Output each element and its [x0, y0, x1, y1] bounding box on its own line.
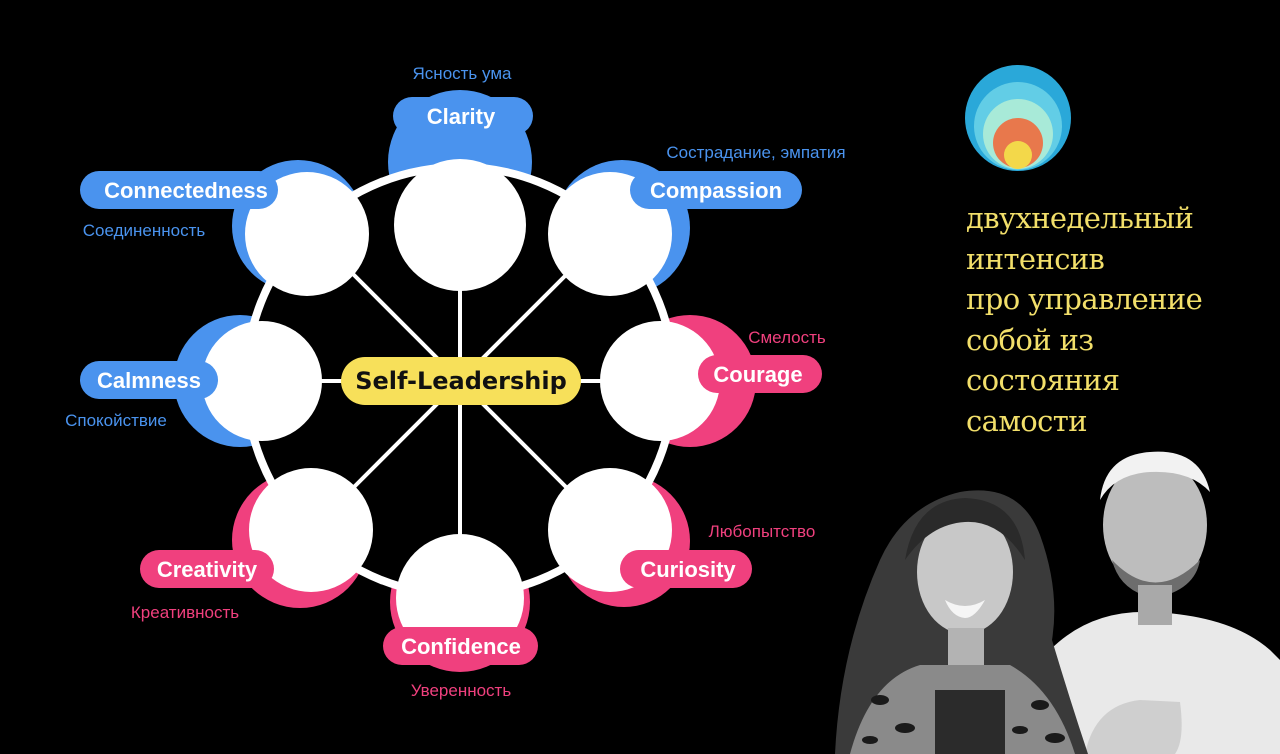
- tagline-line: интенсив: [966, 241, 1105, 276]
- node-connectedness: [245, 172, 369, 296]
- pill-creativity: Creativity: [140, 550, 274, 588]
- tagline-line: про управление: [966, 282, 1203, 316]
- pill-label-creativity: Creativity: [157, 557, 258, 582]
- node-creativity: [249, 468, 373, 592]
- pill-label-calmness: Calmness: [97, 368, 201, 393]
- tagline-line: собой из: [966, 322, 1094, 357]
- pill-clarity: Clarity: [393, 97, 533, 135]
- tagline-line: двухнедельный: [966, 201, 1194, 235]
- hosts-photo: [835, 451, 1280, 754]
- caption-clarity: Ясность ума: [413, 64, 512, 83]
- russian-captions: Ясность ума Сострадание, эмпатия Смелост…: [65, 64, 846, 700]
- pill-label-connectedness: Connectedness: [104, 178, 268, 203]
- tagline: двухнедельный интенсив про управление со…: [966, 198, 1266, 441]
- center-label: Self-Leadership: [355, 367, 567, 395]
- pill-label-courage: Courage: [713, 362, 802, 387]
- caption-courage: Смелость: [748, 328, 826, 347]
- center-pill: Self-Leadership: [341, 357, 581, 405]
- woman-figure: [835, 490, 1088, 754]
- pill-calmness: Calmness: [80, 361, 218, 399]
- pill-confidence: Confidence: [383, 627, 538, 665]
- concentric-circles-logo: [965, 65, 1071, 171]
- caption-compassion: Сострадание, эмпатия: [666, 143, 845, 162]
- caption-connectedness: Соединенность: [83, 221, 206, 240]
- pill-label-compassion: Compassion: [650, 178, 782, 203]
- pill-courage: Courage: [698, 355, 822, 393]
- pill-label-confidence: Confidence: [401, 634, 521, 659]
- tagline-line: состояния: [966, 363, 1120, 397]
- quality-pills: Clarity Compassion Courage Curiosity Con…: [80, 97, 822, 665]
- pill-curiosity: Curiosity: [620, 550, 752, 588]
- pill-label-clarity: Clarity: [427, 104, 496, 129]
- pill-compassion: Compassion: [630, 171, 802, 209]
- node-courage: [600, 321, 720, 441]
- pill-connectedness: Connectedness: [80, 171, 278, 209]
- caption-curiosity: Любопытство: [709, 522, 816, 541]
- node-calmness: [202, 321, 322, 441]
- caption-calmness: Спокойствие: [65, 411, 167, 430]
- caption-creativity: Креативность: [131, 603, 239, 622]
- man-figure: [1030, 451, 1280, 754]
- node-clarity: [394, 159, 526, 291]
- tagline-line: самости: [966, 403, 1088, 438]
- caption-confidence: Уверенность: [411, 681, 512, 700]
- pill-label-curiosity: Curiosity: [640, 557, 736, 582]
